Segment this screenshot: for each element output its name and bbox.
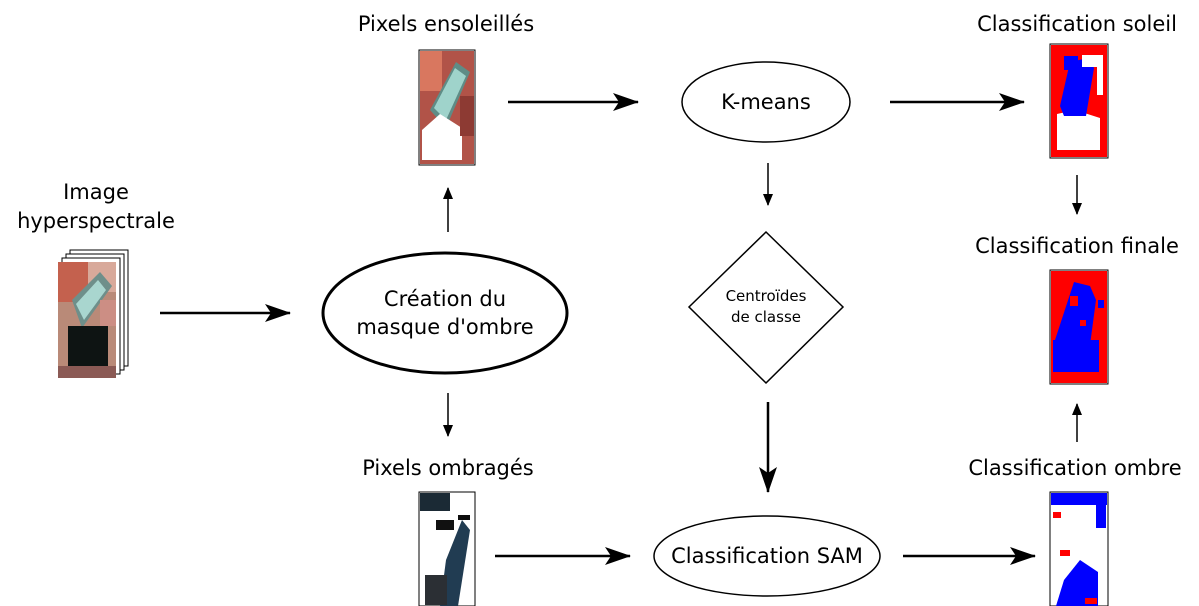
sun-classification-label: Classification soleil <box>977 12 1177 36</box>
sam-classification-node: Classification SAM <box>653 515 881 597</box>
shadow-classification-label: Classification ombre <box>968 456 1182 480</box>
input-image-label-line1: Image <box>63 180 129 204</box>
sunny-pixels-label: Pixels ensoleillés <box>357 12 535 36</box>
shadow-classification-thumbnail <box>1049 491 1109 606</box>
class-centroids-node-line1: Centroïdes <box>726 287 807 305</box>
shadow-mask-node-line2: masque d'ombre <box>356 315 533 339</box>
shadow-mask-node: Création du masque d'ombre <box>321 251 569 375</box>
final-classification-thumbnail <box>1049 269 1109 385</box>
kmeans-node: K-means <box>681 61 851 143</box>
kmeans-node-label: K-means <box>721 90 811 114</box>
hyperspectral-image-stack <box>58 249 129 378</box>
class-centroids-node: Centroïdes de classe <box>687 230 845 385</box>
input-image-label-line2: hyperspectrale <box>17 209 175 233</box>
final-classification-label: Classification finale <box>975 234 1179 258</box>
sun-classification-thumbnail <box>1049 43 1109 159</box>
shadow-mask-node-line1: Création du <box>384 287 506 311</box>
shadow-pixels-label: Pixels ombragés <box>362 456 534 480</box>
sam-classification-node-label: Classification SAM <box>671 544 863 568</box>
class-centroids-node-line2: de classe <box>731 308 801 326</box>
shadow-pixels-thumbnail <box>418 491 476 606</box>
sunny-pixels-thumbnail <box>418 49 476 166</box>
hyperspectral-image-thumbnail <box>58 262 116 378</box>
